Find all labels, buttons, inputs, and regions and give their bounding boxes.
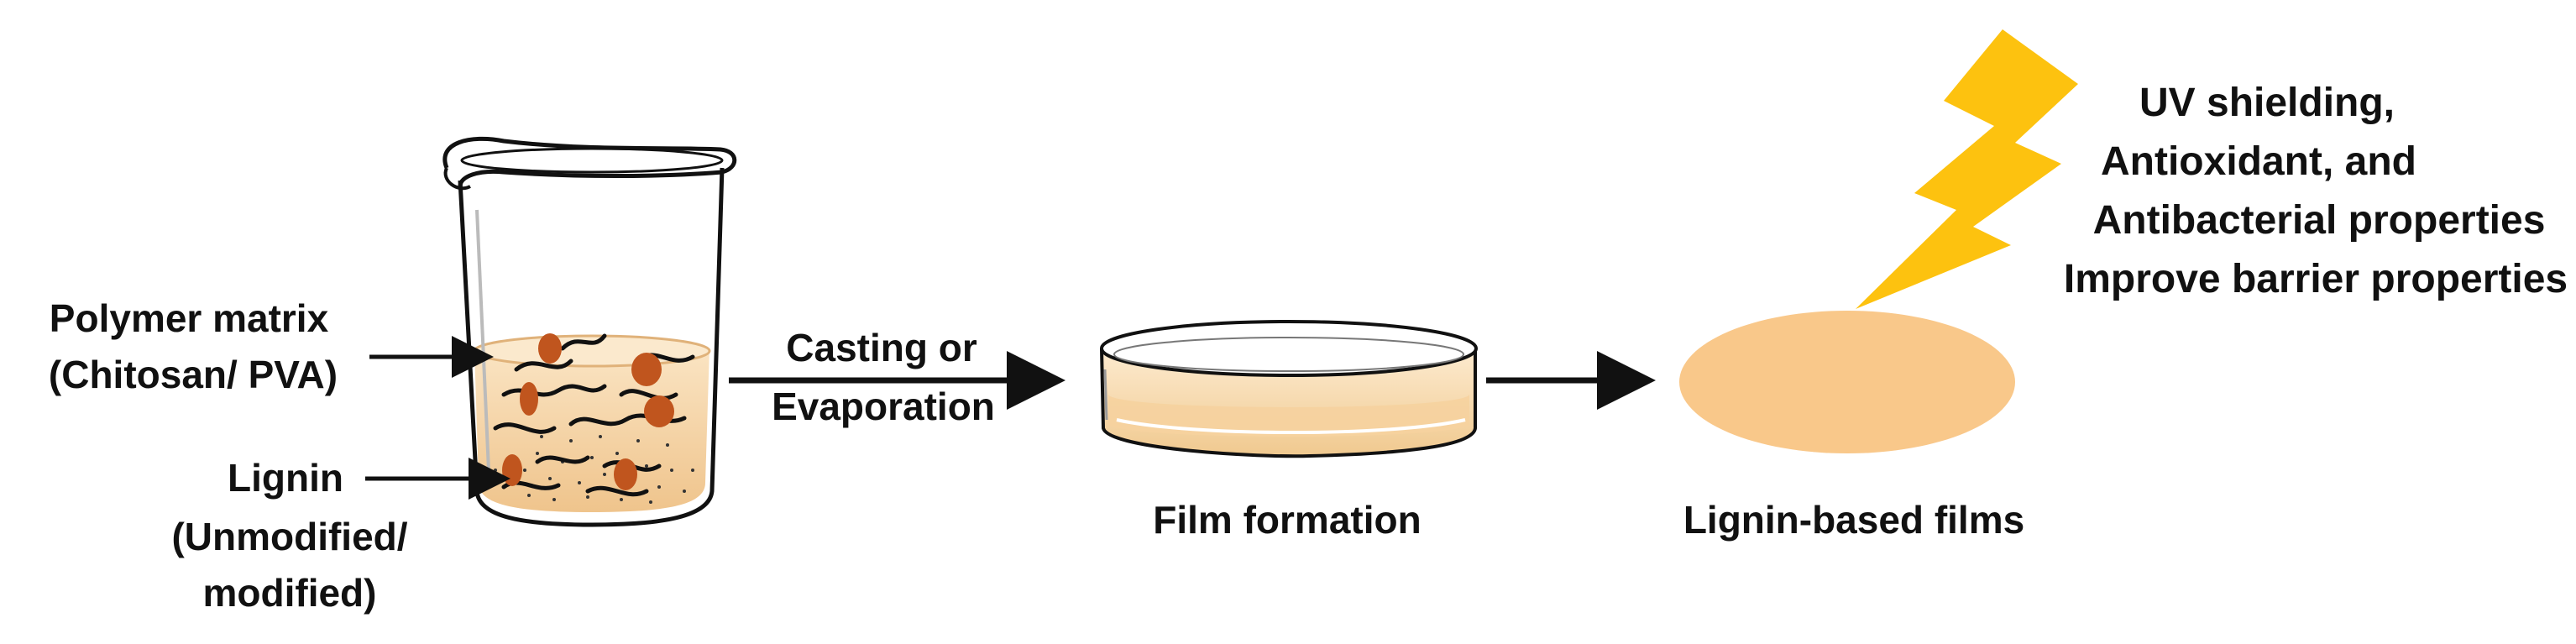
- lignin-texture: [494, 435, 694, 504]
- lignin-particles: [502, 333, 674, 490]
- process-label-line2: Evaporation: [772, 385, 995, 428]
- polymer-label-line1: Polymer matrix: [50, 296, 329, 340]
- property-line3: Antibacterial properties: [2093, 198, 2546, 243]
- lignin-films-label: Lignin-based films: [1683, 498, 2024, 542]
- property-line2: Antioxidant, and: [2101, 139, 2416, 184]
- property-line4: Improve barrier properties: [2064, 257, 2568, 301]
- process-label-line1: Casting or: [786, 326, 977, 369]
- film-disc-icon: [1679, 311, 2015, 453]
- polymer-label-line2: (Chitosan/ PVA): [49, 353, 338, 396]
- polymer-chains: [493, 333, 695, 497]
- lignin-label-line1: Lignin: [228, 456, 343, 500]
- lignin-label-line3: modified): [203, 571, 377, 615]
- lignin-label-line2: (Unmodified/: [171, 515, 407, 558]
- beaker-icon: [442, 136, 737, 527]
- petri-dish-icon: [1100, 320, 1478, 458]
- film-formation-label: Film formation: [1153, 498, 1421, 542]
- lightning-bolt-icon: [1856, 29, 2078, 309]
- property-line1: UV shielding,: [2139, 81, 2395, 125]
